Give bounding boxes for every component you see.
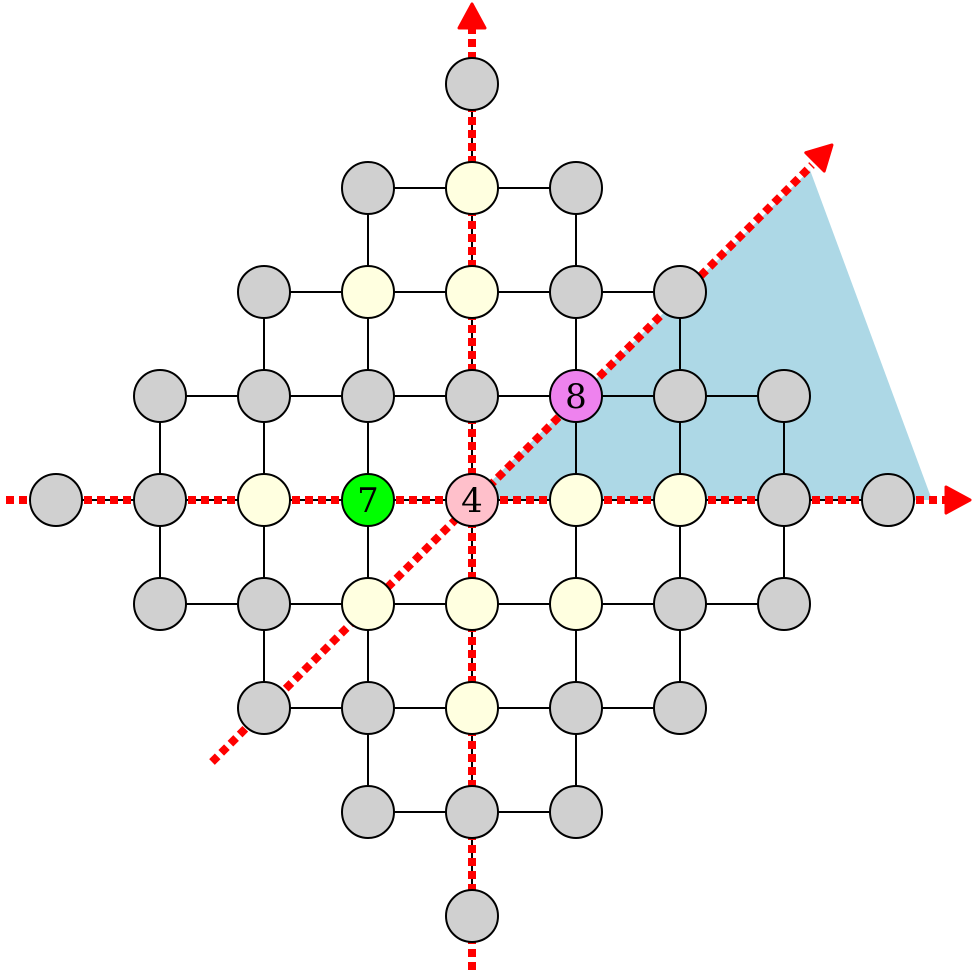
grid-node [341, 785, 395, 839]
grid-node [653, 369, 707, 423]
highlighted-node [341, 265, 395, 319]
grid-node [133, 473, 187, 527]
grid-node [133, 369, 187, 423]
grid-node [653, 577, 707, 631]
grid-node [237, 265, 291, 319]
highlighted-node [549, 473, 603, 527]
labeled-node [445, 473, 499, 527]
grid-node [549, 265, 603, 319]
grid-node [29, 473, 83, 527]
labeled-node [549, 369, 603, 423]
grid-node [653, 265, 707, 319]
grid-node [757, 369, 811, 423]
grid-node [549, 785, 603, 839]
grid-node [757, 577, 811, 631]
grid-node [445, 369, 499, 423]
node-label: 4 [461, 481, 483, 521]
highlighted-node [653, 473, 707, 527]
highlighted-node [237, 473, 291, 527]
highlighted-node [445, 265, 499, 319]
right-arrowhead-icon [944, 485, 972, 515]
highlighted-node [445, 161, 499, 215]
highlighted-node [549, 577, 603, 631]
grid-node [341, 681, 395, 735]
highlighted-node [341, 577, 395, 631]
grid-node [133, 577, 187, 631]
grid-node [237, 577, 291, 631]
nodes-layer: 8 7 4 [29, 57, 915, 943]
grid-node [653, 681, 707, 735]
grid-node [237, 681, 291, 735]
highlighted-node [445, 577, 499, 631]
labeled-node [341, 473, 395, 527]
node-label: 7 [357, 481, 379, 521]
grid-node [445, 785, 499, 839]
grid-node [237, 369, 291, 423]
grid-node [549, 161, 603, 215]
grid-node [861, 473, 915, 527]
grid-node [341, 161, 395, 215]
grid-node [445, 889, 499, 943]
diagonal-axis [209, 162, 815, 765]
highlighted-node [445, 681, 499, 735]
grid-node [341, 369, 395, 423]
grid-node [757, 473, 811, 527]
up-arrowhead-icon [457, 2, 487, 30]
grid-node [445, 57, 499, 111]
node-label: 8 [565, 377, 587, 417]
grid-node [549, 681, 603, 735]
diagonal-arrowhead-icon [804, 143, 834, 173]
